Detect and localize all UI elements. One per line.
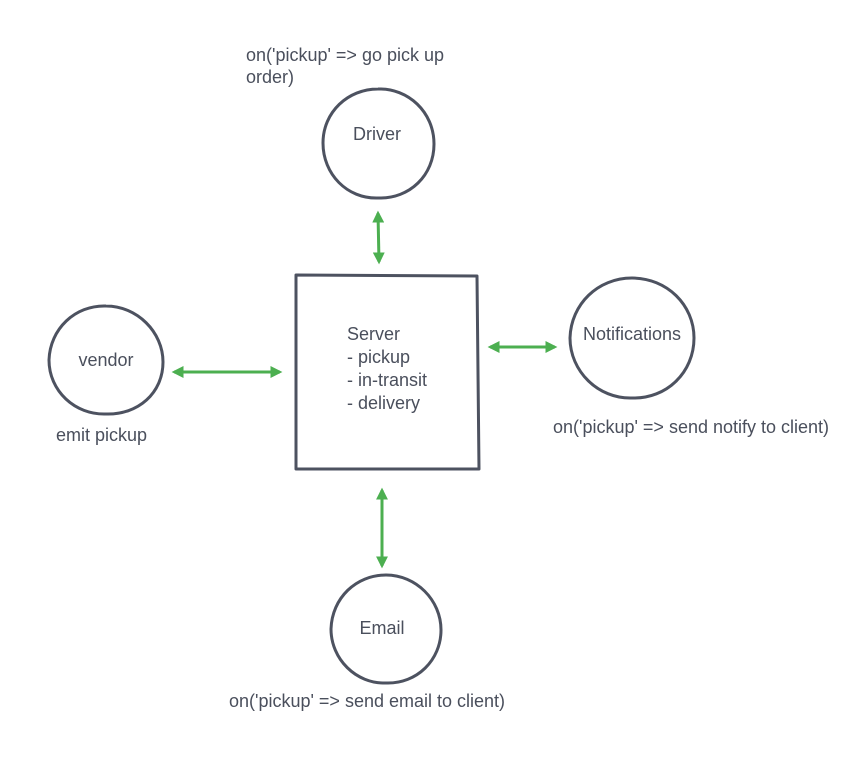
vendor-label: vendor (78, 350, 133, 370)
vendor-circle (47, 304, 165, 416)
server-label-in-transit: - in-transit (347, 370, 427, 390)
vendor-note: emit pickup (56, 425, 148, 445)
email-node: Email (329, 573, 443, 685)
vendor-node: vendor (47, 304, 165, 416)
email-circle (329, 573, 443, 685)
server-label-delivery: - delivery (347, 393, 420, 413)
notifications-node: Notifications (568, 276, 696, 400)
driver-note: on('pickup' => go pick up order) (246, 45, 444, 87)
edge-driver-server (372, 210, 385, 265)
notifications-circle (568, 276, 696, 400)
driver-node: Driver (321, 87, 436, 200)
email-label: Email (359, 618, 404, 638)
email-note: on('pickup' => send email to client) (229, 691, 506, 711)
driver-circle (321, 87, 436, 200)
server-node: Server - pickup - in-transit - delivery (294, 273, 481, 471)
driver-label: Driver (353, 124, 401, 144)
server-box (294, 273, 481, 471)
notifications-note: on('pickup' => send notify to client) (553, 417, 830, 437)
notifications-label: Notifications (583, 324, 681, 344)
server-label-pickup: - pickup (347, 347, 410, 367)
server-label-title: Server (347, 324, 400, 344)
